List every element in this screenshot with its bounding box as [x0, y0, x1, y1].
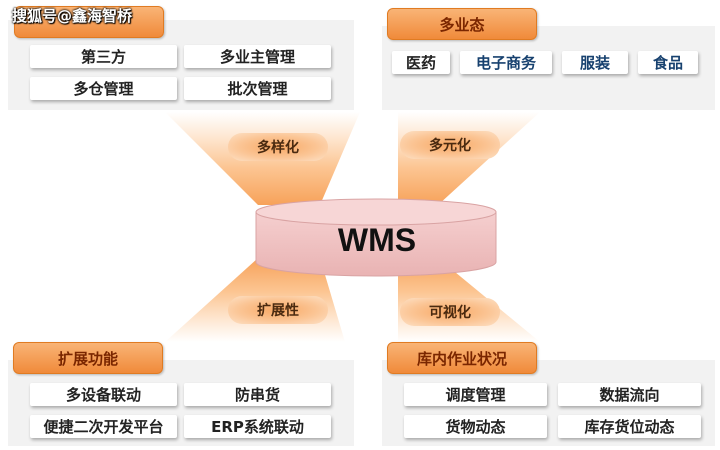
- header-top-left: [14, 6, 164, 38]
- pill-diversified: 多样化: [228, 133, 328, 161]
- item-dispatch-management: 调度管理: [404, 383, 547, 406]
- pill-multi-element: 多元化: [400, 131, 500, 159]
- header-bottom-left: 扩展功能: [13, 342, 163, 374]
- watermark: 搜狐号@鑫海智桥: [12, 7, 133, 25]
- item-erp-link: ERP系统联动: [184, 415, 331, 438]
- item-food: 食品: [638, 51, 698, 74]
- item-medicine: 医药: [392, 51, 450, 74]
- item-goods-dynamics: 货物动态: [404, 415, 547, 438]
- header-bottom-right: 库内作业状况: [387, 342, 537, 374]
- item-third-party: 第三方: [30, 45, 177, 68]
- item-inventory-location-dynamics: 库存货位动态: [558, 415, 701, 438]
- wms-label: WMS: [337, 222, 417, 258]
- item-anti-cross-goods: 防串货: [184, 383, 331, 406]
- item-multi-warehouse: 多仓管理: [30, 77, 177, 100]
- item-ecommerce: 电子商务: [460, 51, 552, 74]
- header-top-right: 多业态: [387, 8, 537, 40]
- item-batch-management: 批次管理: [184, 77, 331, 100]
- item-apparel: 服装: [562, 51, 628, 74]
- pill-extensibility: 扩展性: [228, 296, 328, 324]
- item-multi-device-link: 多设备联动: [30, 383, 177, 406]
- item-dev-platform: 便捷二次开发平台: [30, 415, 177, 438]
- wms-cylinder: [255, 211, 497, 277]
- pill-visualization: 可视化: [400, 298, 500, 326]
- item-multi-owner: 多业主管理: [184, 45, 331, 68]
- item-data-flow: 数据流向: [558, 383, 701, 406]
